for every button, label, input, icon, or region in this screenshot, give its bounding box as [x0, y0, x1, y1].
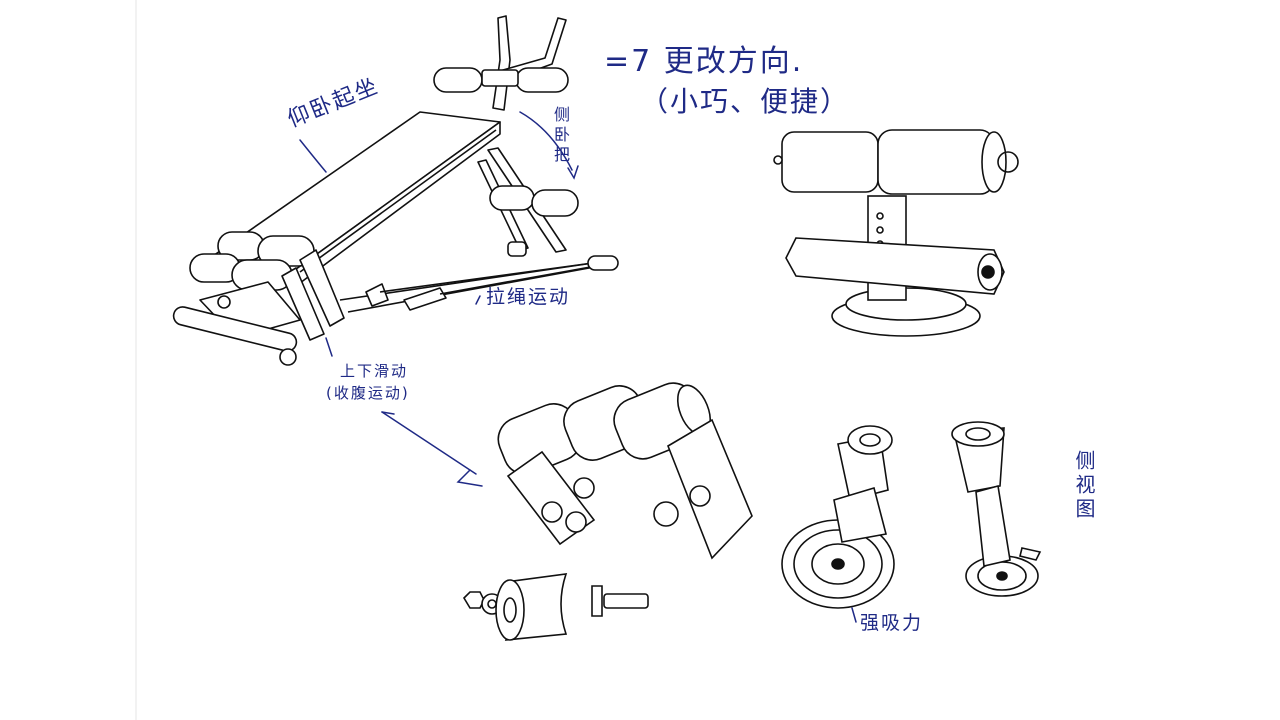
- suction-device-drawing: [773, 129, 1019, 337]
- note-suction-force: 强吸力: [860, 612, 924, 634]
- note-plan-line1: =7 更改方向.: [604, 44, 804, 79]
- suction-cup-drawing: [781, 421, 1042, 609]
- note-rope-exercise: 拉绳运动: [486, 286, 571, 308]
- annotation-strokes: [299, 111, 857, 623]
- foot-roller-drawing: [497, 382, 753, 560]
- note-slide-line2: (收腹运动): [326, 384, 410, 402]
- situp-bench-drawing: [172, 15, 619, 366]
- note-slide-line1: 上下滑动: [340, 362, 409, 380]
- note-side-handle: 侧卧把: [551, 106, 570, 166]
- note-side-view: 侧视图: [1072, 450, 1096, 522]
- note-plan-line2: （小巧、便捷）: [640, 85, 851, 118]
- bolt-roller-drawing: [462, 573, 649, 641]
